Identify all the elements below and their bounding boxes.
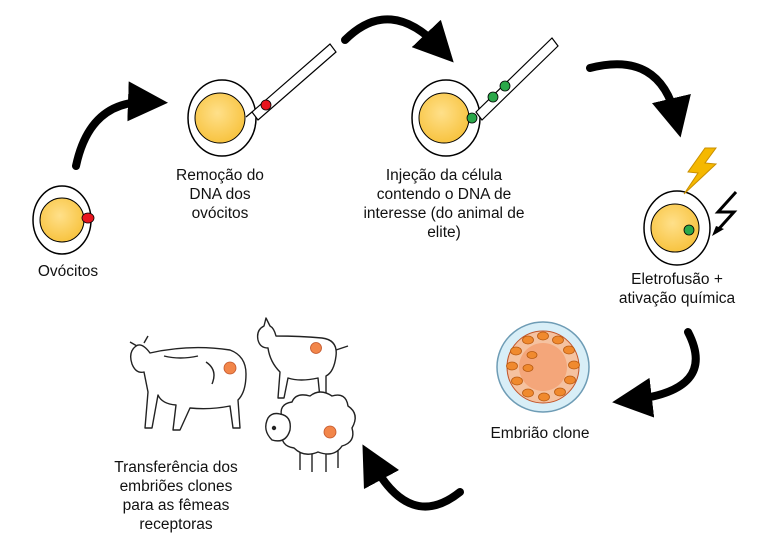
label-injection-line-4: elite) bbox=[427, 224, 461, 241]
goat-icon bbox=[256, 317, 349, 399]
label-removal-line-2: DNA dos bbox=[189, 186, 251, 203]
arrow-2 bbox=[341, 15, 454, 63]
arrow-1 bbox=[72, 81, 168, 170]
label-embryo-text: Embrião clone bbox=[490, 425, 590, 442]
label-transfer-line-1: Transferência dos bbox=[114, 459, 238, 476]
arrow-3 bbox=[586, 60, 691, 138]
label-injection: Injeção da célula contendo o DNA de inte… bbox=[356, 166, 532, 242]
micropipette-icon bbox=[475, 37, 559, 121]
label-oocytes: Ovócitos bbox=[20, 262, 116, 281]
label-fusion-line-2: ativação química bbox=[618, 290, 736, 307]
label-injection-line-2: contendo o DNA de bbox=[376, 186, 512, 203]
curved-arrow-icon bbox=[586, 60, 691, 138]
label-fusion-line-1: Eletrofusão + bbox=[631, 271, 723, 288]
label-transfer: Transferência dos embriões clones para a… bbox=[96, 458, 256, 534]
nucleus-marker bbox=[81, 212, 95, 224]
cow-icon bbox=[129, 335, 247, 431]
oocyte-4 bbox=[643, 190, 711, 266]
label-transfer-line-4: receptoras bbox=[139, 516, 213, 533]
arrow-4 bbox=[612, 328, 700, 418]
lightning-icon bbox=[683, 147, 718, 195]
curved-arrow-icon bbox=[72, 81, 168, 170]
electric-bolt-icon bbox=[712, 190, 738, 236]
label-removal-line-3: ovócitos bbox=[191, 205, 249, 222]
label-oocytes-text: Ovócitos bbox=[37, 263, 99, 280]
label-injection-line-3: interesse (do animal de bbox=[363, 205, 525, 222]
curved-arrow-icon bbox=[341, 15, 454, 63]
label-removal-line-1: Remoção do bbox=[176, 167, 264, 184]
curved-arrow-icon bbox=[612, 328, 700, 418]
embryo-dish bbox=[496, 321, 590, 413]
label-transfer-line-2: embriões clones bbox=[119, 478, 233, 495]
curved-arrow-icon bbox=[362, 444, 464, 511]
sheep-icon bbox=[265, 391, 356, 472]
oocyte-2 bbox=[187, 43, 337, 157]
label-fusion: Eletrofusão + ativação química bbox=[604, 270, 750, 308]
embryo-cells bbox=[506, 331, 580, 402]
arrow-5 bbox=[362, 444, 464, 511]
label-embryo: Embrião clone bbox=[472, 424, 608, 443]
micropipette-icon bbox=[245, 43, 337, 121]
label-injection-line-1: Injeção da célula bbox=[385, 167, 503, 184]
label-removal: Remoção do DNA dos ovócitos bbox=[160, 166, 280, 223]
oocyte-1 bbox=[32, 185, 95, 255]
label-transfer-line-3: para as fêmeas bbox=[122, 497, 230, 514]
oocyte-3 bbox=[411, 37, 559, 157]
